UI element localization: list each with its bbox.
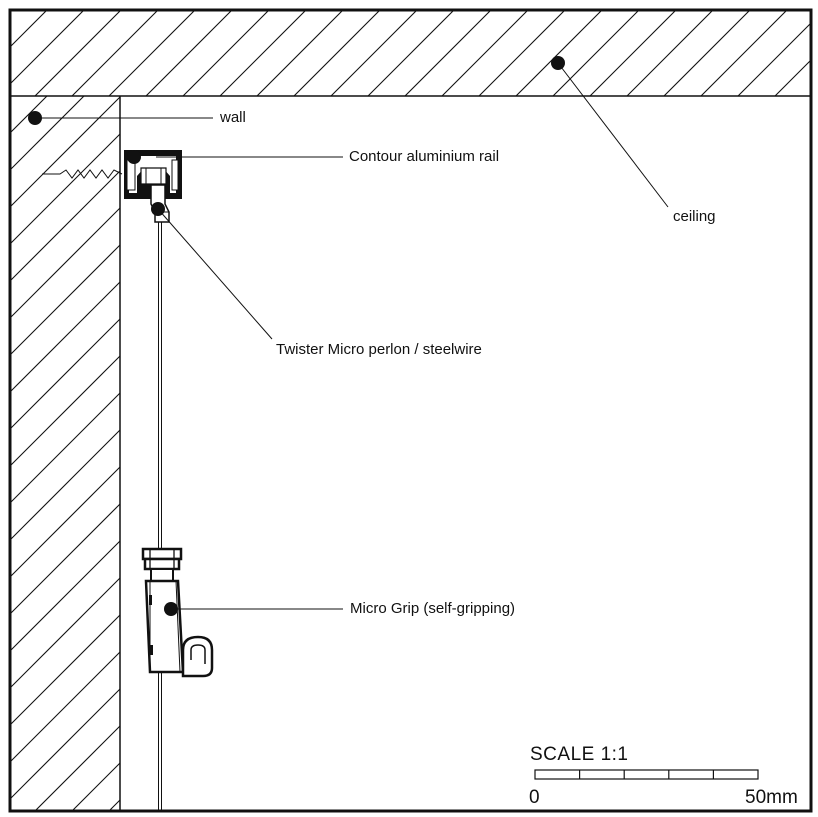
leader-ceiling — [557, 62, 669, 208]
scale-title: SCALE 1:1 — [530, 744, 629, 765]
leader-lines — [35, 62, 669, 610]
ceiling-section — [9, 9, 812, 97]
label-rail: Contour aluminium rail — [349, 148, 499, 165]
scale-start: 0 — [529, 787, 540, 808]
micro-grip — [141, 547, 214, 678]
leader-twister — [157, 208, 273, 340]
wall-section — [10, 96, 121, 811]
label-ceiling: ceiling — [673, 208, 716, 225]
scale-end: 50mm — [745, 787, 798, 808]
wall-screw — [42, 169, 123, 179]
dot-rail — [127, 150, 141, 164]
drawing-frame — [8, 8, 813, 813]
dot-grip — [164, 602, 178, 616]
callout-dots — [28, 56, 565, 616]
dot-twister — [151, 202, 165, 216]
dot-ceiling — [551, 56, 565, 70]
label-twister: Twister Micro perlon / steelwire — [276, 341, 482, 358]
perlon-wire — [158, 222, 162, 811]
label-grip: Micro Grip (self-gripping) — [350, 600, 515, 617]
label-wall: wall — [219, 109, 246, 126]
dot-wall — [28, 111, 42, 125]
scale-bar: SCALE 1:1 0 50mm — [529, 744, 798, 808]
